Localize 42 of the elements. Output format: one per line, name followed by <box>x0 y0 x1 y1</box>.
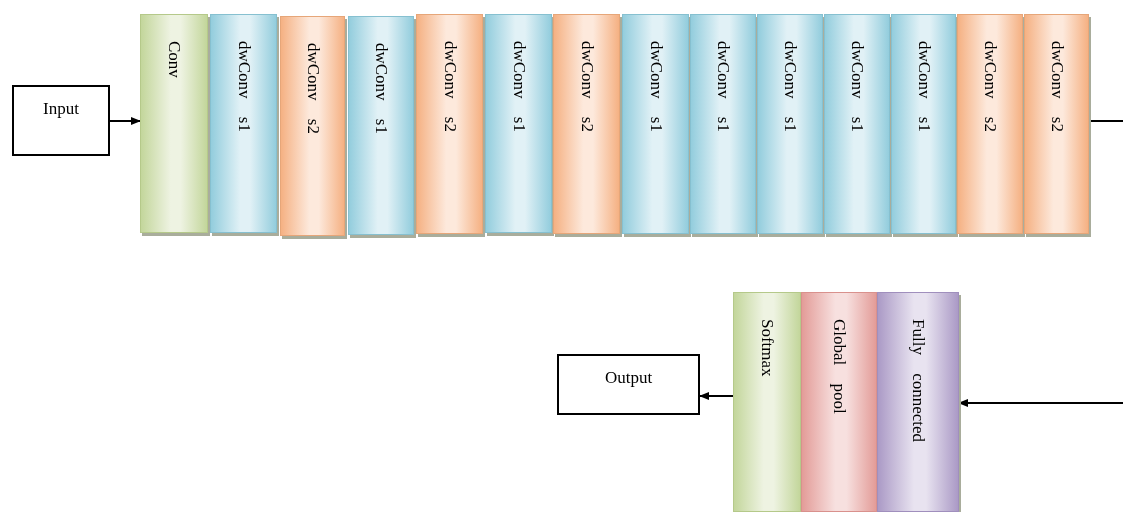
layer-block <box>690 14 756 234</box>
layer-block <box>553 14 620 234</box>
arrow <box>699 392 734 400</box>
layer-block <box>622 14 689 234</box>
layer-label: Softmax <box>757 319 777 377</box>
layer-label: dwConv s1 <box>233 41 254 132</box>
arrow <box>109 117 141 125</box>
layer-label: dwConv s2 <box>576 41 597 132</box>
layer-block <box>210 14 277 233</box>
layer-label: dwConv s1 <box>371 43 391 134</box>
node-label: Input <box>42 99 80 119</box>
layer-block <box>824 14 890 234</box>
layer-label: dwConv s1 <box>913 41 934 132</box>
layer-block <box>1024 14 1089 234</box>
terminal-box <box>557 354 700 415</box>
terminal-box <box>12 85 110 156</box>
layer-label: dwConv s1 <box>847 41 867 132</box>
layer-label: Conv <box>164 41 184 78</box>
layer-label: Global pool <box>829 319 849 414</box>
layer-block <box>485 14 552 233</box>
layer-label: dwConv s2 <box>302 43 323 134</box>
layer-block <box>757 14 823 234</box>
layer-label: dwConv s2 <box>439 41 460 132</box>
layer-block <box>280 16 345 236</box>
node-label: Output <box>603 368 654 388</box>
arrow <box>958 399 1123 407</box>
layer-label: dwConv s2 <box>1046 41 1067 132</box>
layer-label: dwConv s1 <box>508 41 529 132</box>
layer-label: dwConv s1 <box>713 41 733 132</box>
layer-block <box>140 14 208 233</box>
layer-block <box>877 292 959 512</box>
layer-label: dwConv s1 <box>780 41 800 132</box>
layer-block <box>348 16 414 235</box>
layer-label: Fully connected <box>908 319 928 443</box>
layer-label: dwConv s2 <box>980 41 1000 132</box>
layer-block <box>416 14 483 234</box>
layer-block <box>733 292 801 512</box>
connector-line <box>1088 120 1123 122</box>
layer-block <box>801 292 877 512</box>
layer-block <box>891 14 956 234</box>
layer-label: dwConv s1 <box>645 41 666 132</box>
layer-block <box>957 14 1023 234</box>
